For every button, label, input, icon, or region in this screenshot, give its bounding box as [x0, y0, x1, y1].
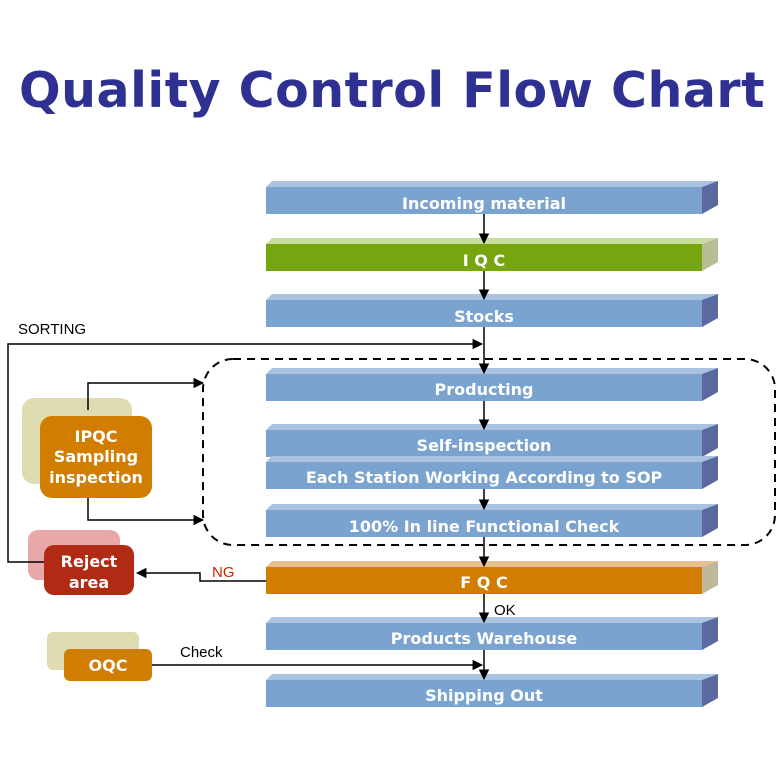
reject-line2: area	[69, 573, 109, 592]
oqc-label: OQC	[89, 656, 128, 675]
ipqc-box: IPQC Sampling inspection	[22, 398, 152, 498]
step-self-inspection-label: Self-inspection	[417, 436, 552, 455]
oqc-box: OQC	[47, 632, 152, 681]
arrow-sorting-loop	[7, 338, 484, 563]
step-incoming-material: Incoming material	[266, 181, 718, 214]
step-fqc: F Q C	[266, 561, 718, 594]
arrow-ipqc-to-producting	[87, 377, 205, 410]
reject-line1: Reject	[61, 552, 118, 571]
check-label: Check	[180, 644, 223, 661]
ipqc-line1: IPQC	[74, 427, 117, 446]
arrow-ipqc-to-inline-check	[87, 498, 205, 526]
ok-label: OK	[494, 602, 516, 619]
step-self-inspection: Self-inspection	[266, 424, 718, 457]
step-shipping-out: Shipping Out	[266, 674, 718, 707]
step-inline-check-label: 100% In line Functional Check	[349, 517, 620, 536]
step-iqc-label: I Q C	[463, 251, 505, 270]
step-products-warehouse: Products Warehouse	[266, 617, 718, 650]
step-stocks: Stocks	[266, 294, 718, 327]
ng-label: NG	[212, 564, 235, 581]
step-incoming-label: Incoming material	[402, 194, 566, 213]
step-inline-check: 100% In line Functional Check	[266, 504, 718, 537]
step-iqc: I Q C	[266, 238, 718, 271]
arrow-fqc-to-reject	[135, 567, 266, 582]
ipqc-line3: inspection	[49, 468, 143, 487]
sorting-label: SORTING	[18, 321, 86, 338]
step-each-station: Each Station Working According to SOP	[266, 456, 718, 489]
page-title: Quality Control Flow Chart	[19, 62, 765, 119]
step-warehouse-label: Products Warehouse	[391, 629, 578, 648]
step-shipping-label: Shipping Out	[425, 686, 543, 705]
reject-area-box: Reject area	[28, 530, 134, 595]
step-producting: Producting	[266, 368, 718, 401]
step-fqc-label: F Q C	[460, 573, 507, 592]
step-producting-label: Producting	[435, 380, 534, 399]
step-stocks-label: Stocks	[454, 307, 514, 326]
production-area-boundary	[202, 358, 776, 546]
ipqc-line2: Sampling	[54, 447, 138, 466]
step-each-station-label: Each Station Working According to SOP	[306, 468, 663, 487]
